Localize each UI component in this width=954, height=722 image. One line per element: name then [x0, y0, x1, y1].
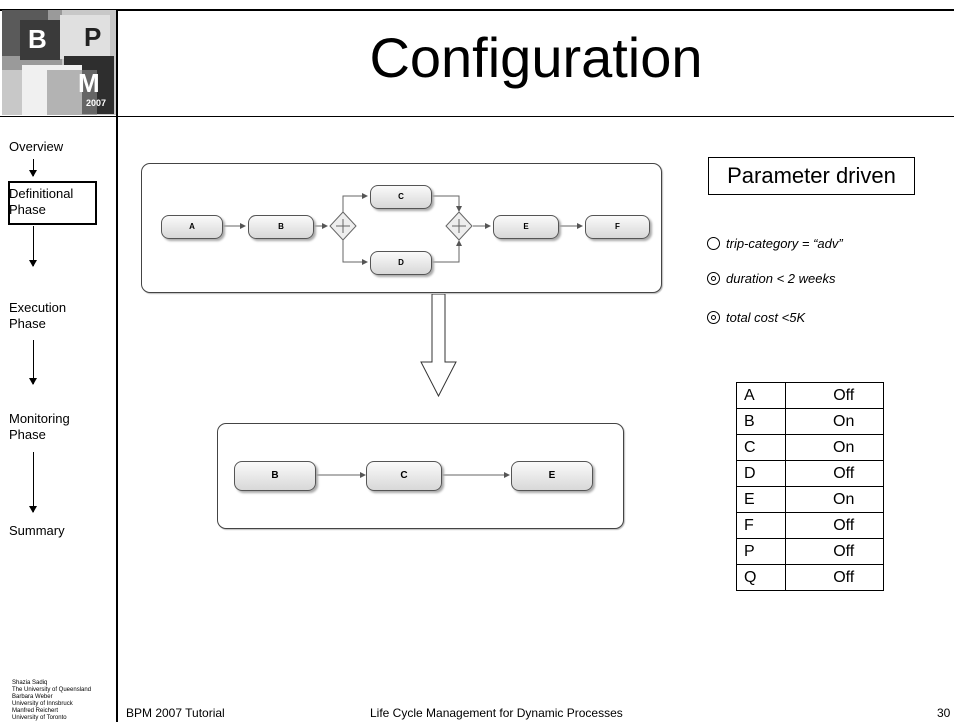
activity-cell: P [736, 538, 786, 565]
configured-activity-e: E [511, 461, 593, 491]
slide-title: Configuration [369, 26, 703, 89]
radio-selected-icon[interactable] [707, 272, 720, 285]
activity-cell: F [736, 512, 786, 539]
nav-arrow-1 [29, 159, 37, 177]
logo-letter-b: B [28, 24, 47, 54]
state-cell: On [785, 434, 884, 461]
activity-cell: C [736, 434, 786, 461]
nav-overview[interactable]: Overview [9, 139, 64, 154]
state-cell: Off [785, 460, 884, 487]
and-split-gateway [329, 211, 357, 241]
full-process-connectors [222, 193, 583, 265]
credit-line-2: The University of Queensland [12, 687, 92, 693]
logo-letter-p: P [84, 22, 102, 52]
activity-b: B [248, 215, 314, 239]
activity-cell: A [736, 382, 786, 409]
nav-arrow-4 [29, 452, 37, 513]
page-number: 30 [937, 706, 951, 720]
condition-duration[interactable]: duration < 2 weeks [707, 271, 835, 287]
bpm-logo: B P M 2007 [2, 10, 116, 115]
condition-label: trip-category = “adv” [726, 236, 843, 251]
state-cell: Off [785, 564, 884, 591]
logo-letter-m: M [78, 68, 100, 98]
nav-arrow-3 [29, 340, 37, 385]
activity-cell: D [736, 460, 786, 487]
configuration-arrow [420, 294, 457, 398]
nav-arrow-2 [29, 226, 37, 267]
configured-activity-c: C [366, 461, 442, 491]
top-rule [0, 9, 954, 11]
activity-c: C [370, 185, 432, 209]
activity-cell: Q [736, 564, 786, 591]
configured-process-connectors [316, 472, 510, 478]
credit-line-5: Manfred Reichert [12, 708, 59, 714]
activity-e: E [493, 215, 559, 239]
activity-a: A [161, 215, 223, 239]
footer-course-title: Life Cycle Management for Dynamic Proces… [370, 706, 623, 720]
state-cell: On [785, 486, 884, 513]
logo-year: 2007 [86, 98, 107, 108]
radio-selected-icon[interactable] [707, 311, 720, 324]
activity-cell: B [736, 408, 786, 435]
credit-line-4: University of Innsbruck [12, 701, 73, 707]
header-rule [0, 116, 954, 117]
footer-tutorial-name: BPM 2007 Tutorial [126, 706, 225, 720]
state-cell: Off [785, 538, 884, 565]
condition-label: total cost <5K [726, 310, 806, 325]
and-join-gateway [445, 211, 473, 241]
nav-execution-phase[interactable]: Execution Phase [9, 300, 67, 331]
sidebar-rule [116, 9, 118, 722]
activity-f: F [585, 215, 650, 239]
credit-line-1: Shazia Sadiq [12, 680, 48, 686]
credit-line-3: Barbara Weber [12, 694, 53, 700]
nav-summary[interactable]: Summary [9, 523, 65, 538]
state-cell: Off [785, 512, 884, 539]
condition-total-cost[interactable]: total cost <5K [707, 310, 805, 326]
radio-unselected-icon[interactable] [707, 237, 720, 250]
condition-label: duration < 2 weeks [726, 271, 836, 286]
credit-line-6: University of Toronto [12, 715, 67, 721]
parameter-driven-box: Parameter driven [708, 157, 915, 195]
activity-cell: E [736, 486, 786, 513]
active-phase-box [8, 181, 97, 225]
configured-activity-b: B [234, 461, 316, 491]
state-cell: On [785, 408, 884, 435]
activity-d: D [370, 251, 432, 275]
condition-trip-category[interactable]: trip-category = “adv” [707, 236, 843, 252]
nav-monitoring-phase[interactable]: Monitoring Phase [9, 411, 70, 442]
state-cell: Off [785, 382, 884, 409]
nav-definitional-phase[interactable]: Definitional Phase [9, 186, 74, 217]
